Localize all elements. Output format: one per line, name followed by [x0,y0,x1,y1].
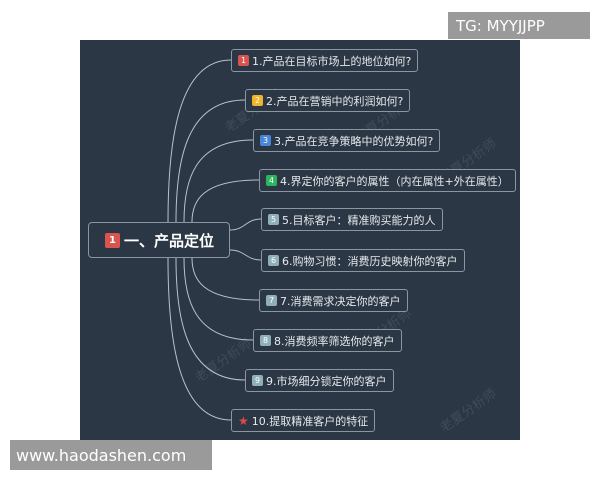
central-topic-label: 一、产品定位 [124,231,215,250]
priority-badge: 5 [268,214,279,225]
central-topic[interactable]: 1 一、产品定位 [88,222,230,258]
priority-badge: 6 [268,255,279,266]
priority-badge: 1 [105,232,120,248]
tg-label: TG: MYYJJPP [448,12,590,39]
connector-line [175,257,246,381]
connector-line [229,249,262,261]
connector-line [167,257,232,421]
connector-line [167,59,232,223]
priority-badge: 8 [260,335,271,346]
connector-line [229,218,262,231]
subtopic-label: 8.消费频率筛选你的客户 [274,334,395,348]
subtopic-label: 2.产品在营销中的利润如何? [266,94,404,108]
subtopic-label: 5.目标客户：精准购买能力的人 [282,213,436,227]
priority-badge: 2 [252,95,263,106]
connector-line [183,139,254,223]
priority-badge: 3 [260,135,271,146]
subtopic-label: 10.提取精准客户的特征 [251,414,369,428]
subtopic-label: 7.消费需求决定你的客户 [280,294,401,308]
connector-line [191,179,260,223]
connector-line [175,99,246,223]
connector-line [191,257,260,301]
subtopic-node[interactable]: ★10.提取精准客户的特征 [231,409,376,432]
subtopic-label: 1.产品在目标市场上的地位如何? [252,54,412,68]
site-label: www.haodashen.com [10,440,212,470]
connector-line [183,257,254,341]
priority-badge: 7 [266,295,277,306]
subtopic-label: 9.市场细分锁定你的客户 [266,374,387,388]
subtopic-label: 4.界定你的客户的属性（内在属性+外在属性） [280,174,509,188]
mindmap-canvas: 老夏分析师 老夏分析师 老夏分析师 老夏分析师 老夏分析师 老夏分析师 1 一、… [80,40,520,440]
subtopic-label: 3.产品在竞争策略中的优势如何? [274,134,434,148]
subtopic-label: 6.购物习惯：消费历史映射你的客户 [282,254,458,268]
priority-badge: 4 [266,175,277,186]
star-icon: ★ [238,413,249,428]
priority-badge: 9 [252,375,263,386]
connector-lines [167,59,262,421]
priority-badge: 1 [238,55,249,66]
